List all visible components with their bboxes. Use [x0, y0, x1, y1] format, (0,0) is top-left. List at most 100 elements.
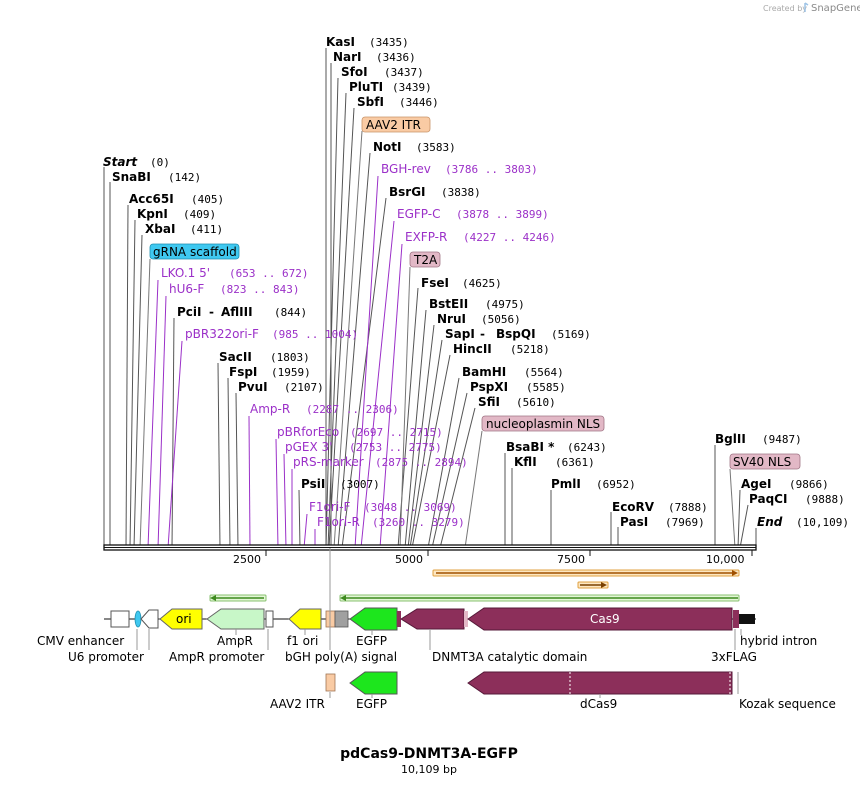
- feature-labels: CMV enhancer U6 promoter AmpR AmpR promo…: [37, 634, 817, 664]
- boxed-feature-lines: [139, 130, 736, 549]
- site-name: SnaBI: [112, 170, 151, 184]
- site-name: PciI: [177, 305, 202, 319]
- map-subtitle: 10,109 bp: [401, 763, 457, 776]
- cas9-label: Cas9: [590, 612, 620, 626]
- grna-scaffold-marker: [134, 610, 142, 628]
- primer-pos: (2697 .. 2715): [350, 426, 443, 439]
- site-pos: (4975): [485, 298, 525, 311]
- dnmt3a-feature: [400, 608, 465, 630]
- site-pos: (3439): [392, 81, 432, 94]
- site-pos: (3436): [376, 51, 416, 64]
- site-name: HincII: [453, 342, 492, 356]
- ruler-tick: 5000: [395, 553, 423, 566]
- site-pos: (3007): [340, 478, 380, 491]
- primer-pos: (653 .. 672): [229, 267, 308, 280]
- site-name: KasI: [326, 35, 355, 49]
- primer-name: pBR322ori-F: [185, 327, 259, 341]
- site-name: BsrGI: [389, 185, 426, 199]
- grna-scaffold-box: [149, 243, 240, 260]
- site-pos: (1803): [270, 351, 310, 364]
- site-name: KpnI: [137, 207, 168, 221]
- primer-pos: (3878 .. 3899): [456, 208, 549, 221]
- site-pos: (6361): [555, 456, 595, 469]
- site-pos: (411): [190, 223, 223, 236]
- primer-pos: (2287 .. 2306): [306, 403, 399, 416]
- site-lines: [103, 48, 757, 549]
- site-name-dash: -: [480, 327, 485, 341]
- sv40-nls-box: [729, 453, 801, 470]
- site-name: EcoRV: [612, 500, 655, 514]
- ruler-tick: 2500: [233, 553, 261, 566]
- site-name: PaqCI: [749, 492, 787, 506]
- cas9-feature: [467, 607, 733, 631]
- primer-name: LKO.1 5': [161, 266, 210, 280]
- primer-name: pBRforEco: [277, 425, 339, 439]
- orf-arrows: [209, 569, 740, 602]
- sv40-nls-feature: [733, 610, 739, 628]
- site-name: PvuI: [238, 380, 268, 394]
- ori-feature: [159, 608, 203, 630]
- nucleoplasmin-nls-feature: [464, 611, 468, 627]
- t2a-feature: [397, 611, 401, 627]
- primer-name: BGH-rev: [381, 162, 431, 176]
- feature-label: bGH poly(A) signal: [285, 650, 397, 664]
- site-pos: (9866): [789, 478, 829, 491]
- site-name: XbaI: [145, 222, 175, 236]
- site-name: BamHI: [462, 365, 506, 379]
- primer-name: EGFP-C: [397, 207, 440, 221]
- credit-text: Created by: [763, 4, 807, 13]
- feature-label: EGFP: [356, 634, 387, 648]
- site-pos: (6952): [596, 478, 636, 491]
- site-pos: (4625): [462, 277, 502, 290]
- boxed-feature-label: T2A: [413, 253, 438, 267]
- lower-label: dCas9: [580, 697, 617, 711]
- boxed-features: AAV2 ITR gRNA scaffold T2A nucleoplasmin…: [149, 116, 801, 470]
- hybrid-intron-feature: [739, 614, 755, 624]
- snapgene-logo-icon: [804, 2, 809, 12]
- primer-name: pRS-marker: [293, 455, 364, 469]
- site-pos: (5056): [481, 313, 521, 326]
- site-name: SapI: [445, 327, 475, 341]
- site-name: BglII: [715, 432, 746, 446]
- site-name-2: BspQI: [496, 327, 536, 341]
- feature-label: f1 ori: [287, 634, 318, 648]
- site-pos: (142): [168, 171, 201, 184]
- primer-name: F1ori-R: [317, 515, 360, 529]
- feature-track: ori Cas9: [104, 607, 756, 631]
- primer-pos: (2753 .. 2775): [349, 441, 442, 454]
- site-name: SfiI: [478, 395, 500, 409]
- primer-name: F1ori-F: [309, 500, 350, 514]
- feature-label: U6 promoter: [68, 650, 144, 664]
- site-labels: KasI (3435) NarI (3436) SfoI (3437) PluT…: [103, 35, 849, 529]
- site-name: BsaBI *: [506, 440, 555, 454]
- site-pos: (2107): [284, 381, 324, 394]
- site-pos: (3583): [416, 141, 456, 154]
- primer-pos: (2875 .. 2894): [375, 456, 468, 469]
- primer-name: EXFP-R: [405, 230, 447, 244]
- primer-pos: (3048 .. 3069): [364, 501, 457, 514]
- u6-promoter: [140, 609, 159, 629]
- site-name: PasI: [620, 515, 648, 529]
- primer-pos: (3786 .. 3803): [445, 163, 538, 176]
- site-pos: (5218): [510, 343, 550, 356]
- site-pos: (3437): [384, 66, 424, 79]
- sequence-ruler: 2500 5000 7500 10,000: [103, 544, 757, 566]
- ruler-tick: 7500: [557, 553, 585, 566]
- ampr-feature: [206, 608, 265, 630]
- site-pos: (409): [183, 208, 216, 221]
- credit-brand: SnapGene: [811, 3, 860, 14]
- aav2-itr-2: [325, 673, 336, 692]
- site-pos: (7969): [665, 516, 705, 529]
- feature-label-lines: [136, 548, 742, 650]
- bgh-polya: [334, 610, 349, 628]
- site-name: SfoI: [341, 65, 368, 79]
- site-pos: (10,109): [796, 516, 849, 529]
- map-title: pdCas9-DNMT3A-EGFP: [340, 746, 518, 762]
- lower-label: Kozak sequence: [739, 697, 836, 711]
- site-pos: (5564): [524, 366, 564, 379]
- site-name: Start: [103, 155, 138, 169]
- site-name-2: AflIII: [221, 305, 253, 319]
- site-name: Acc65I: [129, 192, 174, 206]
- primer-pos: (823 .. 843): [220, 283, 299, 296]
